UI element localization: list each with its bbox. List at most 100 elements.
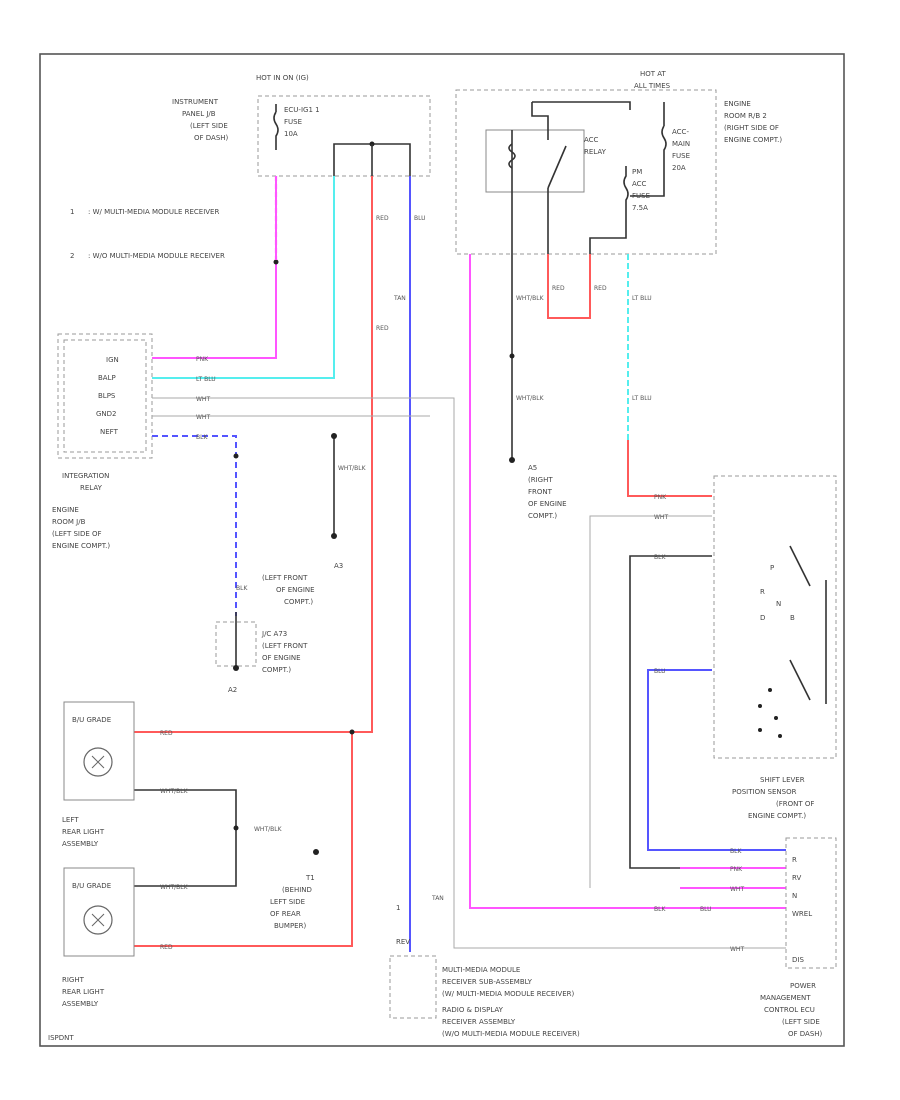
hot-at-all-line-1: HOT AT	[640, 70, 667, 78]
pm-pin-r: R	[792, 856, 797, 864]
ground-t1-id: T1	[305, 874, 315, 882]
instrument-panel-jb: HOT IN ON (IG) INSTRUMENT PANEL J/B (LEF…	[172, 74, 431, 177]
left-bulb-grade: B/U GRADE	[72, 716, 111, 724]
relay-pin-ign: IGN	[106, 356, 119, 364]
sensor-pin-b: B	[790, 614, 795, 622]
power-management-ecu: R RV N WREL DIS POWER MANAGEMENT CONTROL…	[760, 837, 837, 1038]
corner-tag: ISPDNT	[48, 1034, 74, 1042]
ecu-fuse-line-2: FUSE	[284, 118, 302, 126]
wire-ltblu-balp	[152, 176, 335, 379]
left-light-name-1: LEFT	[62, 816, 79, 824]
wire-wht-sensor	[589, 515, 712, 888]
wire-red-main	[134, 176, 373, 733]
mm-line-1: MULTI-MEDIA MODULE	[442, 966, 520, 974]
wl-wht-blk-m: WHT/BLK	[254, 826, 283, 833]
shift-sensor-line-4: ENGINE COMPT.)	[748, 812, 806, 820]
wire-red-loop	[547, 254, 591, 319]
integ-relay-loc-3: (LEFT SIDE OF	[52, 530, 102, 538]
wl-blu-v: BLU	[414, 215, 426, 222]
sensor-pin-p: P	[770, 564, 774, 572]
integ-relay-title-2: RELAY	[80, 484, 103, 492]
mm-pin-1: 1	[396, 904, 400, 912]
relay-pin-balp: BALP	[98, 374, 116, 382]
mm-line-5: RECEIVER ASSEMBLY	[442, 1018, 516, 1026]
relay-pin-neft: NEFT	[100, 428, 119, 436]
wl-wht-blk-l: WHT/BLK	[160, 788, 189, 795]
wl-blk-p2: BLK	[654, 906, 666, 913]
wl-ltblu-v: LT BLU	[632, 295, 652, 302]
right-light-name-1: RIGHT	[62, 976, 85, 984]
jc-line-2: (LEFT FRONT	[262, 642, 308, 650]
relay-pin-blps: BLPS	[98, 392, 116, 400]
jc-line-4: COMPT.)	[262, 666, 291, 674]
integration-relay: IGN BALP BLPS GND2 NEFT INTEGRATION RELA…	[52, 333, 153, 550]
wl-red-v: RED	[376, 215, 389, 222]
ip-jb-line-1: INSTRUMENT	[172, 98, 219, 106]
acc-fuse-line-2: ACC	[632, 180, 647, 188]
right-rear-light: B/U GRADE RIGHT REAR LIGHT ASSEMBLY	[62, 867, 135, 1008]
jc-a73-label: J/C A73 (LEFT FRONT OF ENGINE COMPT.)	[261, 630, 308, 674]
mm-pin-rev: REV	[396, 938, 410, 946]
wl-red-l2: RED	[160, 944, 173, 951]
integ-relay-loc-2: ROOM J/B	[52, 518, 86, 526]
wl-wht-blk-a3: WHT/BLK	[338, 465, 367, 472]
wl-wht-blk-2: WHT/BLK	[516, 295, 545, 302]
shift-sensor-line-1: SHIFT LEVER	[760, 776, 805, 784]
main-fuse-line-4: 20A	[672, 164, 686, 172]
wl-pnk-1: PNK	[196, 356, 209, 363]
eng-rb2-line-3: (RIGHT SIDE OF	[724, 124, 779, 132]
left-light-name-3: ASSEMBLY	[62, 840, 99, 848]
main-fuse-line-2: MAIN	[672, 140, 690, 148]
ground-a3-line-2: OF ENGINE	[276, 586, 315, 594]
acc-relay-box	[485, 129, 585, 193]
jc-line-3: OF ENGINE	[262, 654, 301, 662]
legend-number-1: 1	[70, 208, 74, 216]
wl-wht-1: WHT	[196, 396, 210, 403]
wl-wht-p2: WHT	[730, 946, 744, 953]
ground-t1-line-2: LEFT SIDE	[270, 898, 305, 906]
engine-room-rb2: HOT AT ALL TIMES ENGINE ROOM R/B 2 (RIGH…	[455, 70, 782, 255]
left-light-name-2: REAR LIGHT	[62, 828, 105, 836]
shift-sensor-line-2: POSITION SENSOR	[732, 788, 797, 796]
wl-wht-blk-3: WHT/BLK	[516, 395, 545, 402]
ecu-fuse-line-3: 10A	[284, 130, 298, 138]
ground-a3-id: A3	[334, 562, 343, 570]
wl-blu-r: BLU	[654, 668, 666, 675]
shift-lever-sensor: P R N D B SHIFT LEVER POSITION SENSOR (F…	[713, 475, 837, 820]
wl-wht-r: WHT	[654, 514, 668, 521]
wl-tan: TAN	[393, 295, 406, 302]
wl-ltblu-1: LT BLU	[196, 376, 216, 383]
legend: 1 : W/ MULTI-MEDIA MODULE RECEIVER 2 : W…	[70, 208, 225, 260]
mm-line-4: RADIO & DISPLAY	[442, 1006, 504, 1014]
ground-a5-line-4: COMPT.)	[528, 512, 557, 520]
wire-blu-neft	[152, 435, 237, 616]
wl-wht-blk-l2: WHT/BLK	[160, 884, 189, 891]
sensor-pin-d: D	[760, 614, 765, 622]
sensor-pin-r: R	[760, 588, 765, 596]
hot-run-label: HOT IN ON (IG)	[256, 74, 309, 82]
ground-a2-id: A2	[228, 686, 237, 694]
ground-t1-line-4: BUMPER)	[274, 922, 306, 930]
main-fuse-line-1: ACC-	[672, 128, 689, 136]
wire-wht-blps	[152, 397, 786, 949]
wl-red-l: RED	[160, 730, 173, 737]
acc-fuse-line-3: FUSE	[632, 192, 650, 200]
eng-rb2-line-4: ENGINE COMPT.)	[724, 136, 782, 144]
legend-text-1: : W/ MULTI-MEDIA MODULE RECEIVER	[88, 208, 219, 216]
mm-line-6: (W/O MULTI-MEDIA MODULE RECEIVER)	[442, 1030, 580, 1038]
legend-text-2: : W/O MULTI-MEDIA MODULE RECEIVER	[88, 252, 225, 260]
sensor-pin-n: N	[776, 600, 781, 608]
ground-a3: A3 (LEFT FRONT OF ENGINE COMPT.)	[262, 562, 343, 606]
wire-red-sensor	[627, 440, 712, 497]
ground-t1-line-3: OF REAR	[270, 910, 301, 918]
pm-pin-n: N	[792, 892, 797, 900]
diagram-frame	[39, 53, 845, 1047]
wire-pnk-ign	[152, 176, 277, 359]
pm-line-3: CONTROL ECU	[764, 1006, 815, 1014]
shift-sensor-line-3: (FRONT OF	[776, 800, 814, 808]
wire-wht-blk-left	[134, 789, 237, 887]
ground-a5-line-2: FRONT	[528, 488, 553, 496]
left-rear-light: B/U GRADE LEFT REAR LIGHT ASSEMBLY	[62, 701, 135, 848]
ground-t1-line-1: (BEHIND	[282, 886, 312, 894]
relay-pin-gnd2: GND2	[96, 410, 117, 418]
